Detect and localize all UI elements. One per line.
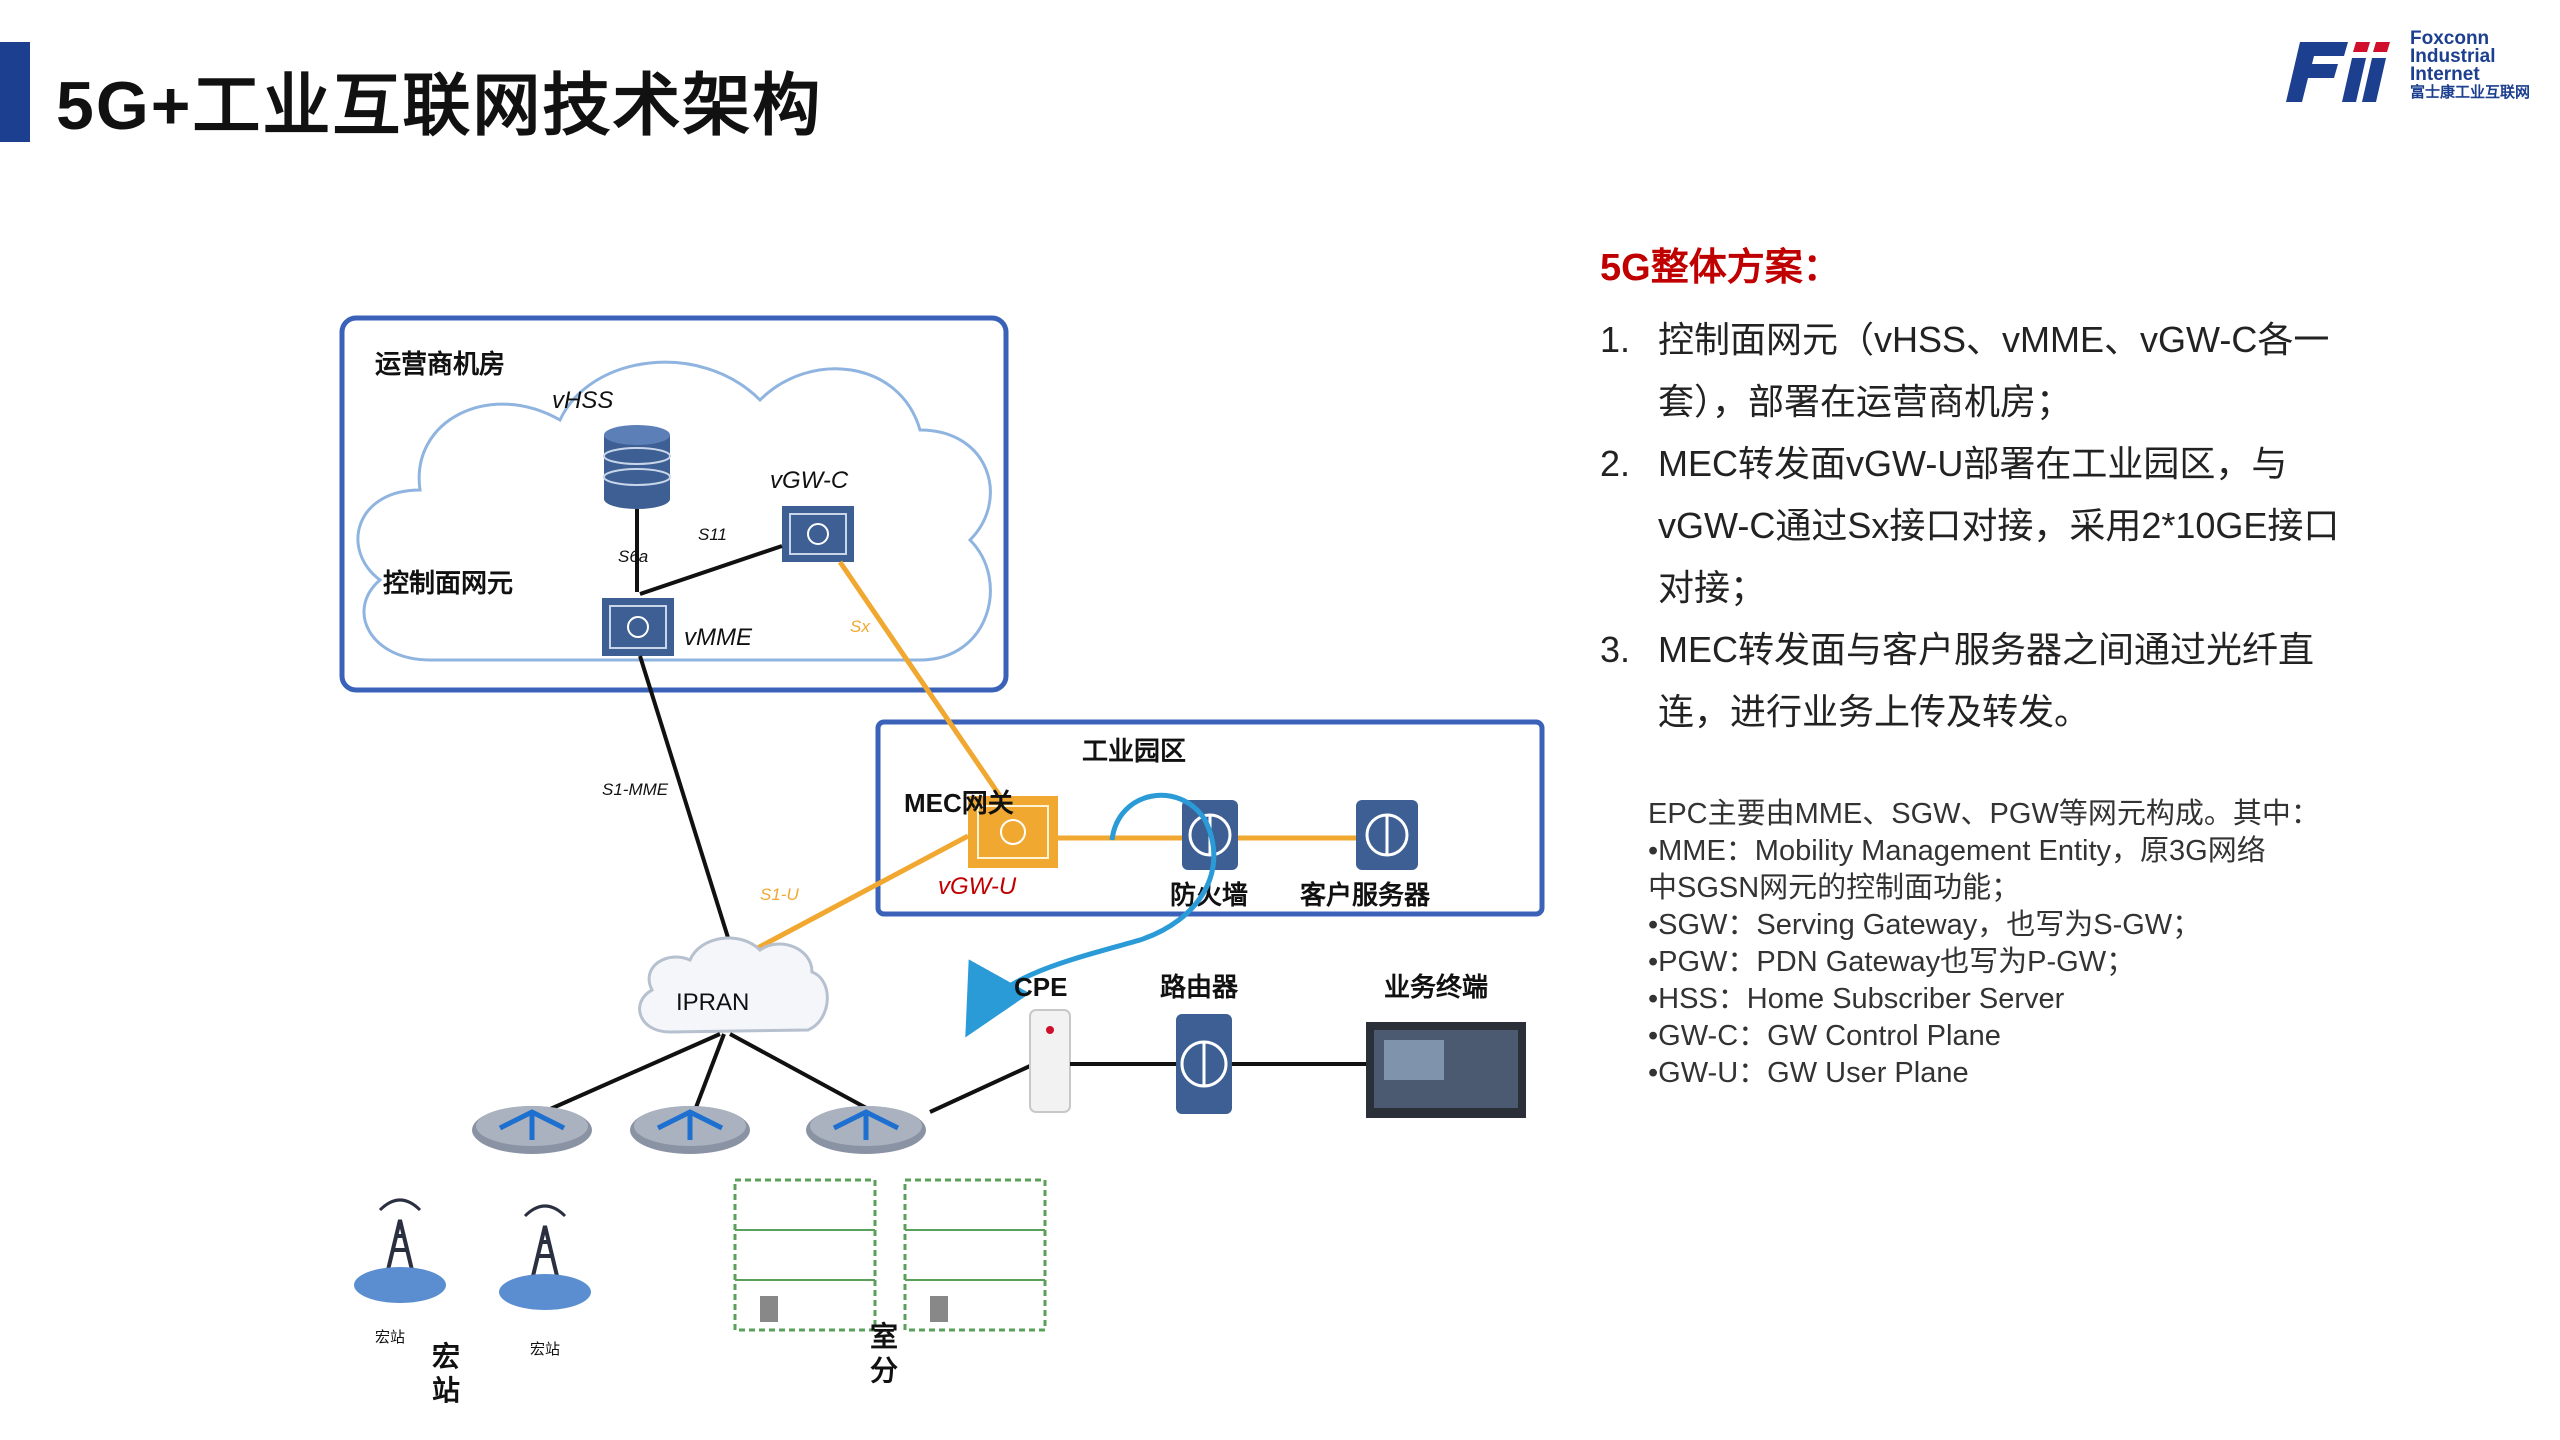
solution-panel: 5G整体方案： 1. 控制面网元（vHSS、vMME、vGW-C各一套），部署在… — [1600, 236, 2360, 743]
industrial-park-frame — [875, 719, 1545, 917]
logo-line: Foxconn — [2410, 28, 2490, 49]
solution-heading: 5G整体方案： — [1600, 247, 1841, 289]
logo-line: 富士康工业互联网 — [2410, 84, 2531, 101]
base-station-icon — [472, 1106, 592, 1154]
logo-line: Internet — [2410, 64, 2480, 85]
solution-item-text: 控制面网元（vHSS、vMME、vGW-C各一套），部署在运营商机房； — [1658, 319, 2330, 422]
cpe-label: CPE — [1014, 972, 1067, 1002]
terminal-screen-icon — [1366, 1022, 1526, 1118]
logo-text: Foxconn Industrial Internet 富士康工业互联网 — [2410, 28, 2531, 102]
vgwc-label: vGW-C — [770, 467, 849, 494]
mec-gateway-device-icon — [968, 796, 1058, 868]
indoor-building-icon — [733, 1178, 877, 1332]
ipran-label: IPRAN — [676, 989, 749, 1016]
solution-list: 1. 控制面网元（vHSS、vMME、vGW-C各一套），部署在运营商机房； 2… — [1600, 309, 2360, 743]
base-station-icon — [630, 1106, 750, 1154]
s1u-label: S1-U — [760, 885, 799, 904]
mec-gateway-label: MEC网关 — [904, 788, 1014, 818]
traffic-loop-arrow — [965, 792, 1217, 1038]
ipran-link-3 — [729, 1032, 871, 1112]
indoor-label: 分 — [870, 1355, 898, 1386]
ipran-cloud — [638, 936, 829, 1034]
macro-label: 宏 — [432, 1340, 460, 1372]
solution-item-number: 2. — [1600, 443, 1631, 484]
solution-item-number: 3. — [1600, 629, 1631, 670]
sx-link — [837, 560, 1003, 798]
sx-label: Sx — [850, 617, 870, 636]
indoor-label: 室 — [870, 1320, 898, 1352]
solution-item-text: MEC转发面与客户服务器之间通过光纤直连，进行业务上传及转发。 — [1658, 629, 2314, 732]
macro-small-label: 宏站 — [530, 1341, 560, 1358]
foxconn-logo — [2286, 42, 2390, 102]
page-title: 5G+工业互联网技术架构 — [56, 68, 823, 144]
macro-tower-icon — [354, 1198, 446, 1303]
note-line: •MME：Mobility Management Entity，原3G网络 — [1648, 835, 2266, 867]
vhss-label: vHSS — [552, 387, 613, 414]
note-line: •GW-U：GW User Plane — [1648, 1057, 1969, 1089]
s1mme-link — [638, 655, 737, 961]
note-line: •HSS：Home Subscriber Server — [1648, 983, 2065, 1015]
customer-server-label: 客户服务器 — [1300, 880, 1431, 910]
vhss-database-icon — [603, 425, 671, 509]
ipran-link-1 — [547, 1032, 721, 1112]
solution-item: 1. 控制面网元（vHSS、vMME、vGW-C各一套），部署在运营商机房； — [1600, 309, 2360, 433]
router-device-icon — [1176, 1014, 1232, 1114]
control-plane-label: 控制面网元 — [383, 568, 513, 598]
industrial-park-label: 工业园区 — [1082, 736, 1186, 766]
router-label: 路由器 — [1160, 972, 1239, 1002]
solution-item: 3. MEC转发面与客户服务器之间通过光纤直连，进行业务上传及转发。 — [1600, 619, 2360, 743]
terminal-label: 业务终端 — [1384, 972, 1488, 1002]
solution-item: 2. MEC转发面vGW-U部署在工业园区，与vGW-C通过Sx接口对接，采用2… — [1600, 433, 2360, 619]
note-line: 中SGSN网元的控制面功能； — [1648, 872, 2021, 904]
s1mme-label: S1-MME — [602, 780, 669, 799]
vgwu-label: vGW-U — [938, 873, 1017, 900]
s1u-link — [733, 833, 970, 963]
architecture-diagram: 运营商机房 控制面网元 vHSS vGW-C vMME S6a S11 工业园区… — [339, 315, 1545, 1406]
logo-line: Industrial — [2410, 46, 2496, 67]
note-line: •GW-C：GW Control Plane — [1648, 1020, 2001, 1052]
epc-notes: EPC主要由MME、SGW、PGW等网元构成。其中： •MME：Mobility… — [1648, 796, 2348, 1092]
note-line: •PGW：PDN Gateway也写为P-GW； — [1648, 946, 2136, 978]
macro-small-label: 宏站 — [375, 1329, 405, 1346]
macro-label: 站 — [432, 1375, 460, 1406]
vmme-label: vMME — [684, 624, 753, 651]
bts-cpe-link — [929, 1064, 1031, 1114]
title-accent-bar — [0, 42, 30, 142]
vgwc-device-icon — [782, 506, 854, 562]
solution-item-text: MEC转发面vGW-U部署在工业园区，与vGW-C通过Sx接口对接，采用2*10… — [1658, 443, 2340, 608]
fii-logo-mark — [2286, 42, 2390, 102]
ipran-link-2 — [693, 1033, 726, 1111]
cpe-device-icon — [1029, 1009, 1071, 1113]
note-line: •SGW：Serving Gateway，也写为S-GW； — [1648, 909, 2202, 941]
indoor-building-icon — [903, 1178, 1047, 1332]
solution-item-number: 1. — [1600, 319, 1631, 360]
base-station-icon — [806, 1106, 926, 1154]
macro-tower-icon — [499, 1204, 591, 1310]
vmme-device-icon — [602, 598, 674, 656]
operator-room-label: 运营商机房 — [375, 349, 505, 379]
s11-link — [639, 544, 783, 596]
control-plane-cloud — [356, 360, 992, 662]
operator-room-frame — [339, 315, 1009, 693]
s11-label: S11 — [698, 525, 727, 544]
customer-server-device-icon — [1356, 800, 1418, 870]
note-line: EPC主要由MME、SGW、PGW等网元构成。其中： — [1648, 798, 2320, 830]
s6a-label: S6a — [618, 547, 648, 566]
